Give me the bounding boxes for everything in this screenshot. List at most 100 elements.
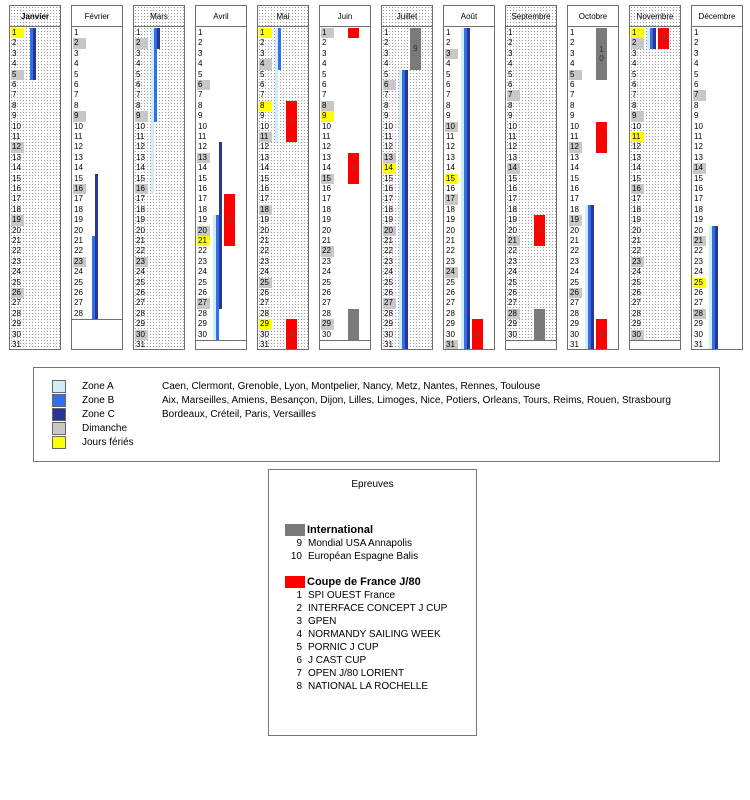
day-cell: 19: [11, 215, 24, 226]
event-block-coupe: 6: [534, 215, 545, 247]
empty-days-area: [320, 340, 370, 349]
day-cell: 21: [12, 236, 21, 245]
day-cell: 7: [507, 90, 520, 101]
day-cell: 21: [197, 236, 210, 247]
day-cell: 8: [632, 100, 637, 110]
day-cell: 20: [12, 225, 21, 235]
day-cell: 22: [260, 246, 269, 256]
day-cell: 10: [632, 121, 641, 131]
event-block-international: 1 0: [596, 28, 607, 80]
day-cell: 6: [446, 80, 451, 89]
day-cell: 6: [632, 80, 637, 89]
day-cell: 28: [507, 308, 520, 320]
day-cell: 19: [569, 215, 582, 226]
day-cell: 8: [198, 100, 203, 110]
day-cell: 8: [446, 100, 451, 110]
day-cell: 25: [384, 277, 393, 287]
day-cell: 15: [260, 173, 269, 183]
day-cell: 16: [570, 184, 579, 193]
day-cell: 27: [383, 298, 396, 309]
day-cell: 16: [135, 184, 148, 195]
day-cell: 14: [632, 163, 641, 173]
day-cell: 9: [631, 111, 644, 122]
day-cell: 13: [74, 152, 83, 162]
day-cell: 16: [508, 184, 517, 193]
day-cell: 29: [12, 319, 21, 329]
day-cell: 7: [570, 90, 575, 100]
day-cell: 6: [12, 80, 17, 89]
event-number: 7: [296, 668, 302, 679]
day-cell: 15: [445, 173, 458, 184]
event-block-coupe: [348, 28, 359, 39]
day-cell: 1: [508, 28, 513, 37]
day-cell: 29: [321, 319, 334, 330]
day-cell: 22: [321, 246, 334, 257]
day-cell: 6: [74, 80, 79, 89]
day-cell: 2: [384, 38, 389, 48]
event-name: NORMANDY SAILING WEEK: [308, 629, 441, 640]
day-cell: 9: [384, 111, 389, 121]
day-cell: 10: [694, 121, 703, 131]
day-cell: 18: [694, 204, 703, 214]
day-cell: 27: [74, 298, 83, 308]
day-cell: 9: [135, 111, 148, 122]
day-cell: 7: [74, 90, 79, 100]
day-cell: 30: [631, 329, 644, 340]
day-cell: 12: [11, 142, 24, 153]
month-name: Octobre: [568, 6, 618, 27]
day-cell: 18: [384, 204, 393, 214]
day-cell: 17: [508, 194, 517, 204]
day-cell: 26: [198, 288, 207, 297]
day-cell: 12: [260, 142, 269, 152]
event-name: OPEN J/80 LORIENT: [308, 668, 405, 679]
day-cell: 13: [260, 152, 269, 162]
day-cell: 24: [74, 267, 83, 277]
day-cell: 30: [135, 329, 148, 340]
day-cell: 10: [322, 121, 331, 131]
day-cell: 1: [321, 28, 334, 39]
day-cell: 27: [632, 298, 641, 308]
day-cell: 25: [136, 277, 145, 287]
school-holiday-bar-zone-a: [461, 28, 464, 349]
school-holiday-bar-zone-c: [33, 28, 36, 80]
day-cell: 13: [197, 152, 210, 164]
day-cell: 13: [694, 152, 703, 162]
day-cell: 6: [383, 80, 396, 91]
event-name: PORNIC J CUP: [308, 642, 379, 653]
day-cell: 19: [322, 215, 331, 225]
month-name: Septembre: [506, 6, 556, 27]
day-cell: 4: [259, 59, 272, 70]
day-cell: 22: [198, 246, 207, 256]
day-cell: 7: [322, 90, 327, 100]
legend-label-dimanche: Dimanche: [82, 423, 128, 434]
day-cell: 29: [259, 319, 272, 330]
day-cell: 26: [260, 288, 269, 297]
day-cell: 5: [136, 69, 141, 79]
school-holiday-bar-zone-b: [464, 28, 467, 349]
day-cell: 17: [198, 194, 207, 204]
school-holiday-bar-zone-c: [95, 173, 98, 320]
day-cell: 11: [446, 132, 455, 141]
day-cell: 10: [445, 121, 458, 132]
international-swatch: [285, 524, 305, 536]
day-cell: 23: [73, 256, 86, 268]
day-cell: 5: [632, 69, 637, 79]
day-cell: 16: [694, 184, 703, 193]
day-cell: 14: [74, 163, 83, 173]
day-cell: 10: [508, 121, 517, 131]
day-cell: 11: [198, 132, 207, 141]
day-cell: 3: [12, 48, 17, 58]
day-cell: 17: [570, 194, 579, 204]
day-cell: 29: [508, 319, 517, 329]
day-cell: 23: [198, 256, 207, 266]
event-name: J CAST CUP: [308, 655, 367, 666]
